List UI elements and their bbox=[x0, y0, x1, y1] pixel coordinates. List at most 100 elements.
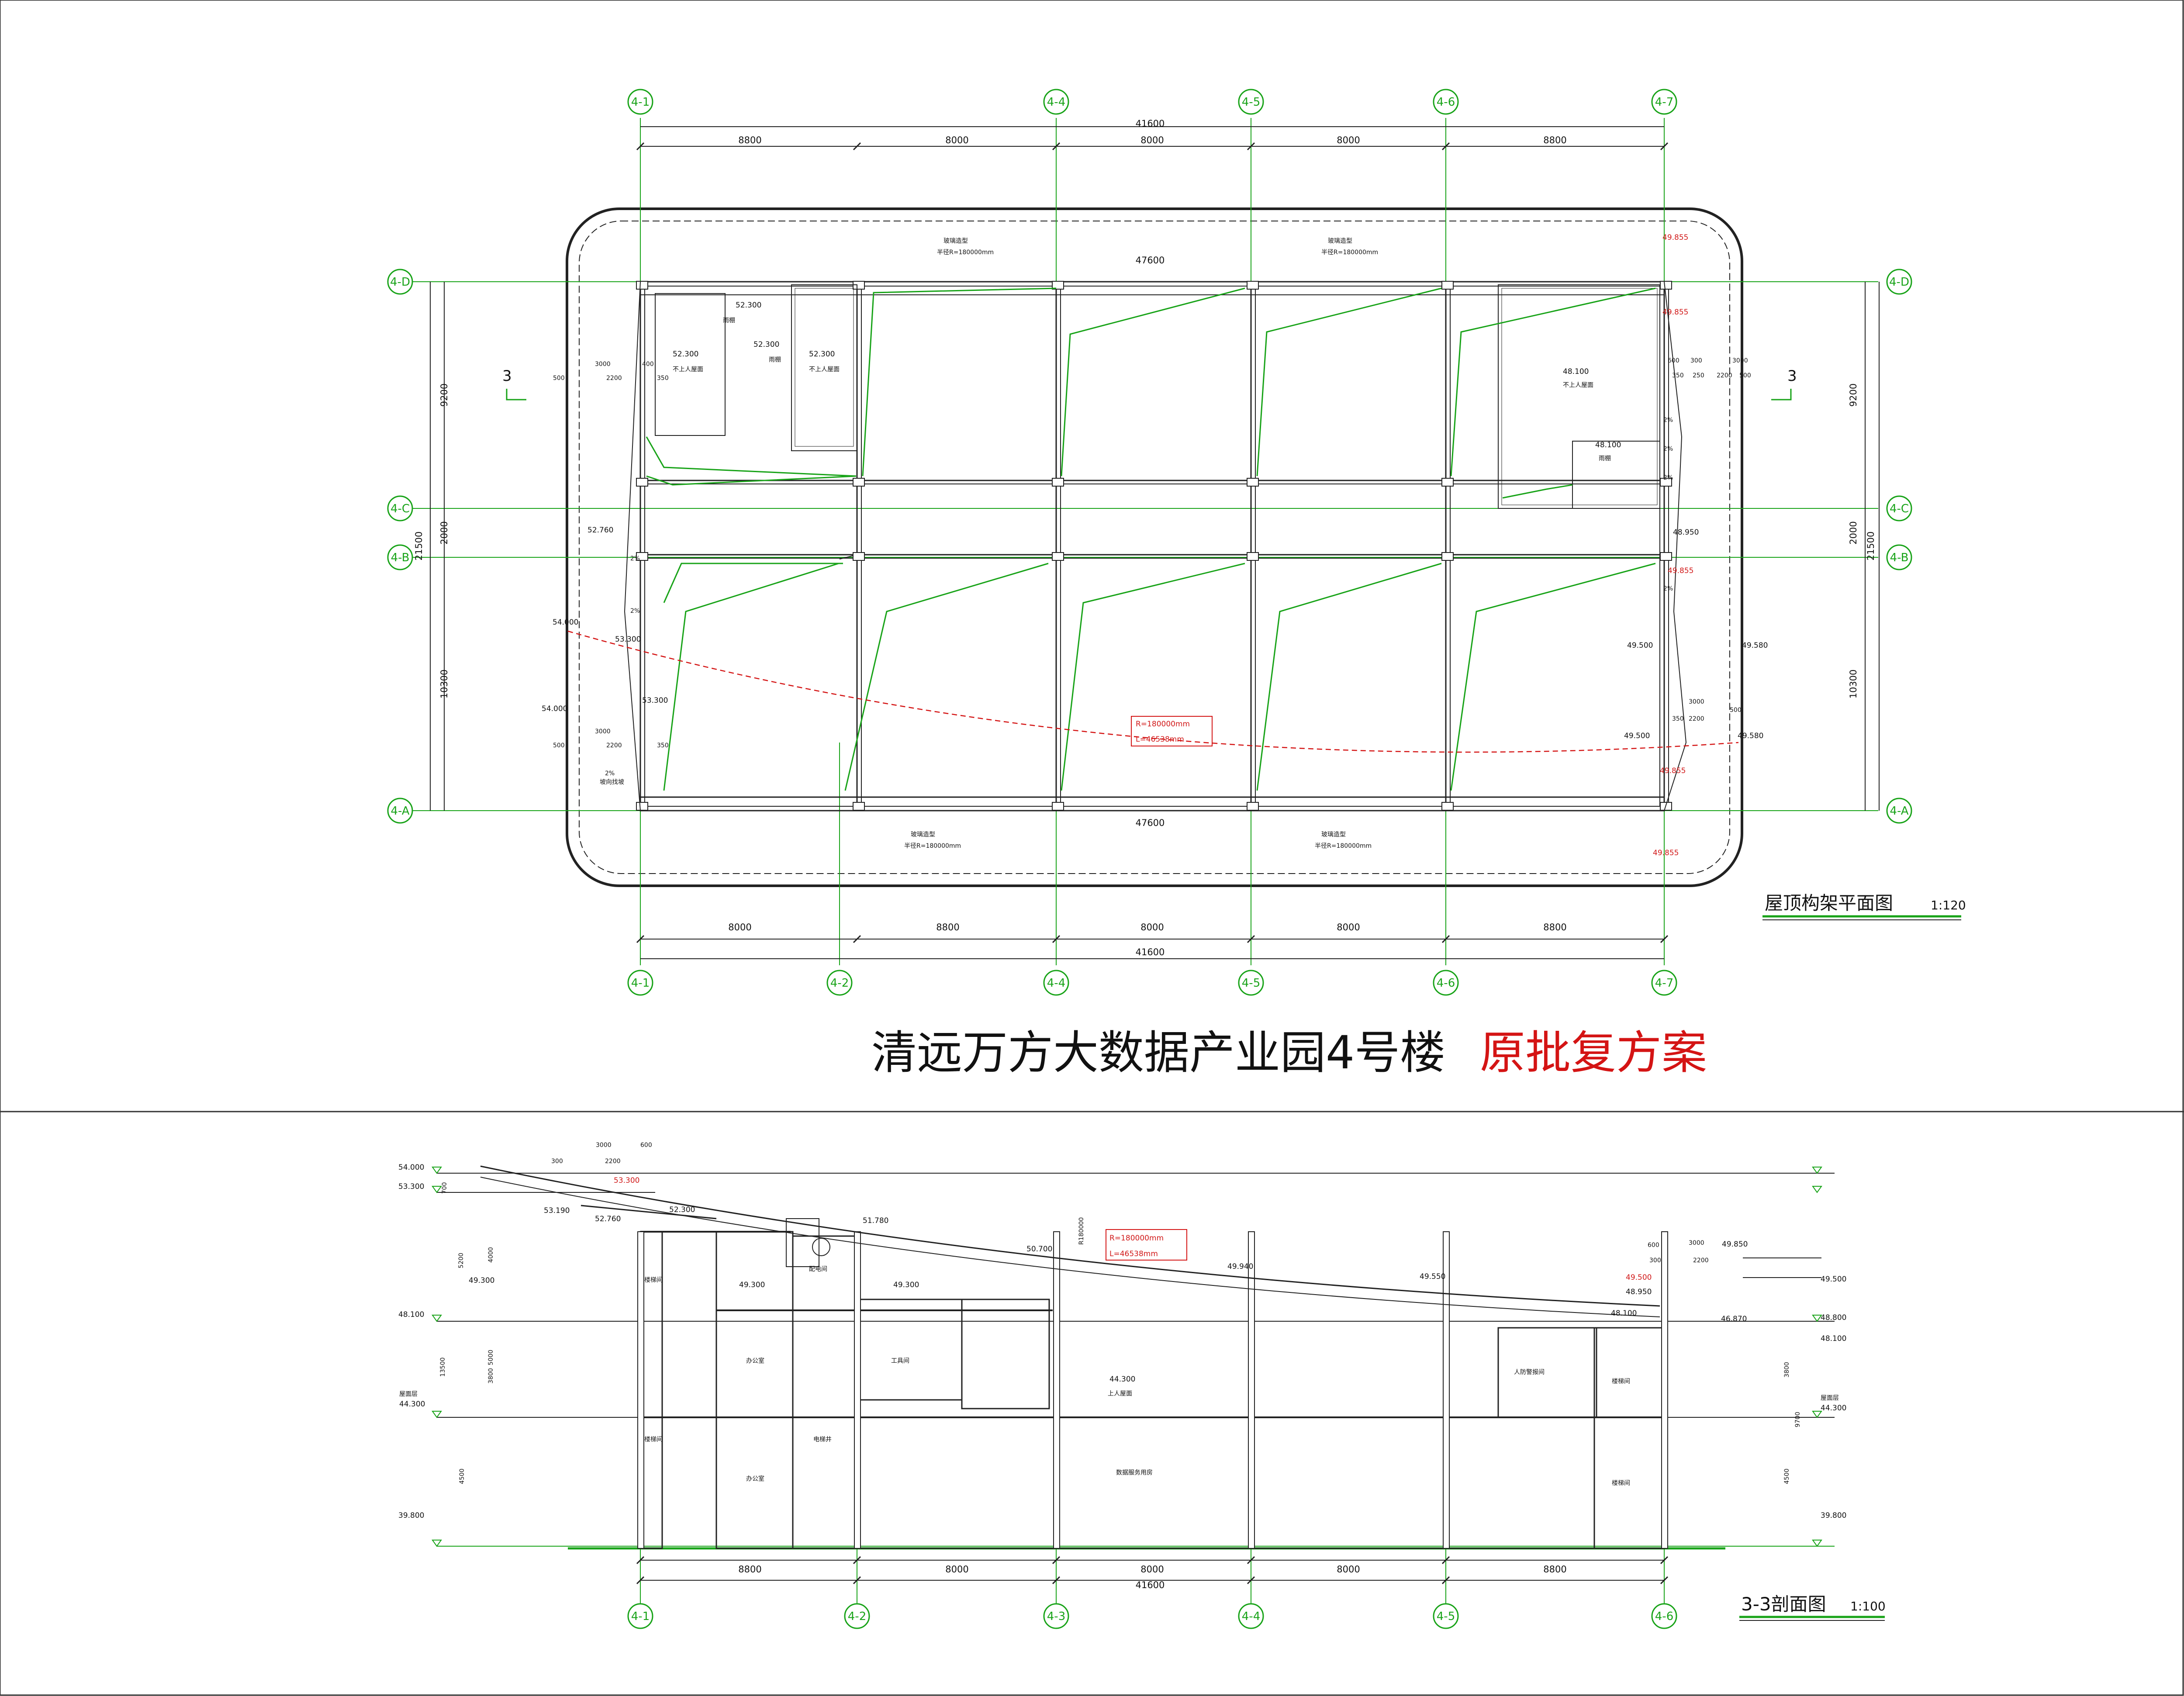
section-elev-note: 51.780 bbox=[863, 1216, 888, 1225]
section-column bbox=[1661, 1231, 1668, 1549]
section-elev-note: 48.100 bbox=[1611, 1309, 1637, 1318]
small-dim: 2200 bbox=[606, 375, 622, 382]
room-elev: 48.100 bbox=[1595, 441, 1621, 449]
section-dim: 8000 bbox=[945, 1564, 968, 1575]
column bbox=[1247, 478, 1259, 487]
grid-bubble-top-circle bbox=[1433, 89, 1459, 115]
dim-tick bbox=[1660, 142, 1669, 151]
section-grid-bubble-circle bbox=[1238, 1603, 1264, 1629]
room-elev: 52.300 bbox=[736, 301, 761, 310]
section-level-right: 44.300 bbox=[1821, 1404, 1846, 1413]
section-room-box bbox=[786, 1218, 819, 1267]
slope-line bbox=[1502, 484, 1573, 499]
plan-overall-depth-right: 21500 bbox=[1866, 532, 1876, 561]
grid-bubble-right-circle bbox=[1886, 269, 1912, 295]
level-marker bbox=[432, 1186, 442, 1193]
plan-overall-width-top: 41600 bbox=[1136, 118, 1165, 129]
level-marker bbox=[1812, 1186, 1822, 1193]
small-dim: 400 bbox=[642, 361, 654, 368]
slope-note: 2% bbox=[630, 608, 640, 615]
section-top-dim: 3000 bbox=[1689, 1240, 1704, 1247]
grid-bubble-right: 4-A bbox=[1890, 805, 1908, 818]
section-elev-note: 49.300 bbox=[739, 1281, 765, 1289]
plan-inner-width-bottom: 47600 bbox=[1136, 818, 1165, 828]
plan-radius-note: 半径R=180000mm bbox=[904, 843, 961, 850]
elev-right: 49.580 bbox=[1742, 641, 1768, 650]
section-level-right: 49.850 bbox=[1722, 1240, 1748, 1249]
room-note: 雨棚 bbox=[769, 356, 781, 363]
section-room: 楼梯间 bbox=[644, 1277, 663, 1284]
grid-bubble-right: 4-B bbox=[1890, 551, 1909, 564]
room-elev: 52.300 bbox=[753, 340, 779, 349]
section-room: 配电间 bbox=[809, 1266, 827, 1273]
small-dim: 3000 bbox=[595, 728, 611, 735]
section-level-left: 54.000 bbox=[398, 1163, 424, 1172]
elev-right: 49.855 bbox=[1668, 566, 1693, 575]
section-top-dim: 300 bbox=[1649, 1257, 1661, 1264]
section-elev-note: 53.190 bbox=[544, 1206, 570, 1215]
section-grid-bubble-circle bbox=[1433, 1603, 1459, 1629]
section-elev-note: 44.300 bbox=[1109, 1375, 1135, 1384]
small-dim: 3000 bbox=[595, 361, 611, 368]
section-title: 3-3剖面图 bbox=[1741, 1593, 1826, 1615]
plan-dim-side: 10300 bbox=[439, 670, 449, 699]
room-note: 不上人屋面 bbox=[673, 366, 703, 373]
grid-bubble-top: 4-1 bbox=[631, 96, 650, 109]
section-cut-left bbox=[506, 389, 526, 401]
small-dim: 350 bbox=[1672, 372, 1684, 379]
room-note: 雨棚 bbox=[1599, 455, 1611, 462]
slope-line bbox=[1450, 287, 1656, 477]
plan-dim-bottom: 8800 bbox=[1543, 922, 1566, 933]
grid-bubble-top-circle bbox=[1043, 89, 1069, 115]
section-elev-note: 49.500 bbox=[1626, 1273, 1652, 1282]
grid-bubble-top-circle bbox=[1238, 89, 1264, 115]
column bbox=[1052, 478, 1064, 487]
plan-arc-length: L=46538mm bbox=[1136, 735, 1184, 744]
section-level-right: 48.100 bbox=[1821, 1334, 1846, 1343]
section-room: 电梯井 bbox=[813, 1436, 832, 1443]
small-dim: 3000 bbox=[1732, 357, 1748, 364]
dim-tick bbox=[853, 1576, 861, 1585]
room-elev: 52.300 bbox=[673, 350, 698, 359]
building-frame bbox=[639, 281, 1665, 812]
section-grid-bubble-circle bbox=[844, 1603, 870, 1629]
column bbox=[1247, 802, 1259, 811]
grid-bubble-bottom-circle bbox=[1238, 970, 1264, 996]
section-vert-dim: 3800 bbox=[487, 1368, 494, 1384]
plan-arc-label: 玻璃造型 bbox=[1328, 237, 1352, 245]
section-vert-dim: 4500 bbox=[1783, 1468, 1790, 1484]
room-elev: 52.300 bbox=[809, 350, 835, 359]
section-elev-note: 49.550 bbox=[1420, 1272, 1445, 1281]
slope-note: 2% bbox=[630, 555, 640, 562]
plan-room-box bbox=[791, 284, 857, 451]
small-dim: 500 bbox=[553, 742, 565, 749]
column bbox=[1660, 552, 1672, 561]
column bbox=[636, 802, 648, 811]
section-marker-right: 3 bbox=[1787, 367, 1797, 385]
dim-tick bbox=[1660, 1556, 1669, 1565]
grid-bubble-bottom: 4-7 bbox=[1655, 977, 1673, 990]
small-dim: 350 bbox=[657, 742, 669, 749]
section-grid-bubble: 4-3 bbox=[1047, 1610, 1065, 1623]
dim-tick bbox=[1052, 142, 1061, 151]
slope-note: 2% bbox=[1663, 446, 1673, 452]
plan-room-box bbox=[1572, 441, 1660, 509]
column bbox=[1660, 281, 1672, 290]
elev-right: 49.855 bbox=[1662, 308, 1688, 317]
section-vert-dim: 4500 bbox=[459, 1468, 466, 1484]
level-marker bbox=[1812, 1315, 1822, 1322]
plan-arc bbox=[567, 630, 1739, 753]
dim-tick bbox=[853, 1556, 861, 1565]
section-room: 工具间 bbox=[891, 1357, 909, 1364]
level-marker bbox=[1812, 1411, 1822, 1418]
slope-note: 2% bbox=[605, 770, 615, 777]
section-room-box bbox=[856, 1416, 1057, 1549]
section-room: 数据服务用房 bbox=[1116, 1469, 1153, 1476]
column bbox=[1441, 281, 1454, 290]
plan-arc-radius: R=180000mm bbox=[1136, 720, 1190, 729]
column bbox=[1441, 552, 1454, 561]
section-room: 楼梯间 bbox=[1612, 1480, 1630, 1487]
section-column bbox=[854, 1231, 861, 1549]
section-top-dim: 600 bbox=[1648, 1242, 1659, 1249]
section-floor-label: 屋面层 bbox=[399, 1391, 418, 1398]
